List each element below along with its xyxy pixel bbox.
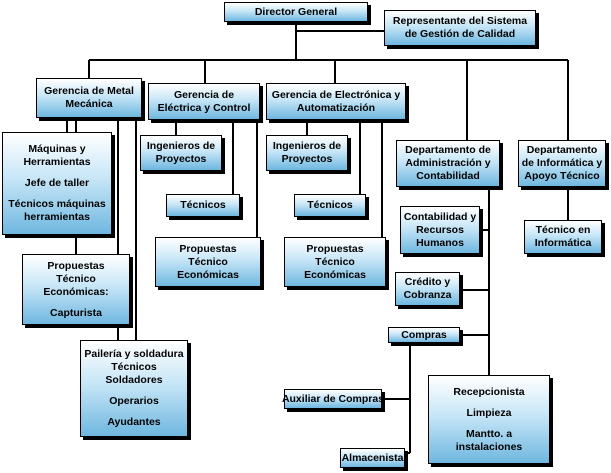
recepcionista-line-3: Limpieza [466,406,512,419]
box-gerencia-metal-mecanica: Gerencia de Metal Mecánica [36,78,142,118]
gerencia-electronica-line-2: Automatización [296,101,376,114]
credito-line-2: Cobranza [403,289,452,301]
box-propuestas-metal: Propuestas Técnico Económicas: Capturist… [22,254,130,325]
propuestas-metal-line-5: Capturista [50,306,102,319]
propuestas-metal-line-1: Propuestas [47,259,105,272]
box-contabilidad-rrhh: Contabilidad y Recursos Humanos [400,206,480,254]
depto-informatica-line-2: de Informática y [521,157,603,169]
depto-informatica-line-3: Apoyo Técnico [524,170,600,182]
almacenista-line-1: Almacenista [341,451,404,464]
paileria-line-2: Técnicos [111,361,157,373]
contabilidad-line-2: Recursos [416,223,464,236]
propuestas-metal-line-2: Técnico [56,272,96,285]
gerencia-electronica-line-1: Gerencia de Electrónica y [271,88,401,101]
director-line-1: Director General [254,5,338,18]
ingenieros-electronica-line-2: Proyectos [281,153,333,165]
ingenieros-electrica-line-2: Proyectos [155,153,207,165]
box-almacenista: Almacenista [340,448,405,468]
ingenieros-electrica-line-1: Ingenieros de [146,140,216,152]
gerencia-electrica-line-1: Gerencia de [173,88,235,101]
gerencia-metal-line-1: Gerencia de Metal [44,85,134,97]
auxiliar-compras-line-1: Auxiliar de Compras [281,392,385,405]
box-propuestas-electrica: Propuestas Técnico Económicas [155,237,261,287]
maquinas-line-2: Herramientas [23,156,91,168]
propuestas-electronica-line-1: Propuestas [306,242,364,255]
propuestas-electronica-line-3: Económicas [304,268,366,281]
propuestas-electronica-line-2: Técnico [315,255,355,268]
box-director-general: Director General [224,2,368,22]
box-depto-administracion: Departamento de Administración y Contabi… [396,140,500,187]
maquinas-line-1: Máquinas y [28,143,86,155]
box-tecnicos-electrica: Técnicos [166,194,240,217]
maquinas-line-6: Técnicos máquinas [8,198,106,210]
box-depto-informatica: Departamento de Informática y Apoyo Técn… [518,140,606,187]
box-compras: Compras [388,327,460,343]
box-propuestas-electronica: Propuestas Técnico Económicas [284,237,386,287]
paileria-line-5: Operarios [109,395,159,407]
box-gerencia-electrica-control: Gerencia de Eléctrica y Control [148,83,260,120]
recepcionista-line-5: Mantto. a [465,427,513,440]
box-ingenieros-electronica: Ingenieros de Proyectos [266,135,348,171]
box-auxiliar-compras: Auxiliar de Compras [281,389,385,409]
depto-informatica-line-1: Departamento [526,144,598,156]
contabilidad-line-3: Humanos [416,236,464,249]
box-gerencia-electronica-automatizacion: Gerencia de Electrónica y Automatización [266,83,406,120]
ingenieros-electronica-line-1: Ingenieros de [272,140,342,152]
box-credito-cobranza: Crédito y Cobranza [395,272,460,306]
contabilidad-line-1: Contabilidad y [403,210,477,223]
propuestas-electrica-line-3: Económicas [177,268,239,281]
box-recepcionista: Recepcionista Limpieza Mantto. a instala… [428,375,550,464]
propuestas-metal-line-3: Económicas: [43,285,109,298]
tecnicos-electrica-line-1: Técnicos [180,199,226,211]
credito-line-1: Crédito y [404,276,451,288]
depto-admin-line-3: Contabilidad [416,170,480,182]
gerencia-metal-line-2: Mecánica [65,98,113,110]
recepcionista-line-1: Recepcionista [453,385,525,398]
maquinas-line-4: Jefe de taller [24,177,90,189]
depto-admin-line-2: Administración y [405,157,491,169]
gerencia-electrica-line-2: Eléctrica y Control [157,101,251,114]
tecnico-informatica-line-1: Técnico en [535,224,591,236]
tecnico-informatica-line-2: Informática [534,237,592,249]
propuestas-electrica-line-1: Propuestas [179,242,237,255]
paileria-line-7: Ayudantes [107,416,161,428]
depto-admin-line-1: Departamento de [405,144,491,156]
representante-line-1: Representante del Sistema [392,15,528,27]
recepcionista-line-6: instalaciones [455,440,523,453]
box-ingenieros-electrica: Ingenieros de Proyectos [140,135,222,171]
box-representante-calidad: Representante del Sistema de Gestión de … [384,10,536,46]
maquinas-line-7: herramientas [24,211,90,223]
tecnicos-electronica-line-1: Técnicos [307,199,353,211]
box-maquinas-herramientas: Máquinas y Herramientas Jefe de taller T… [2,132,112,235]
box-tecnicos-electronica: Técnicos [294,194,366,217]
paileria-line-3: Soldadores [105,374,163,386]
box-paileria-soldadura: Pailería y soldadura Técnicos Soldadores… [80,340,188,437]
propuestas-electrica-line-2: Técnico [188,255,228,268]
representante-line-2: de Gestión de Calidad [404,28,516,40]
compras-line-1: Compras [401,328,447,341]
paileria-line-1: Pailería y soldadura [84,348,184,360]
box-tecnico-informatica: Técnico en Informática [524,220,602,254]
